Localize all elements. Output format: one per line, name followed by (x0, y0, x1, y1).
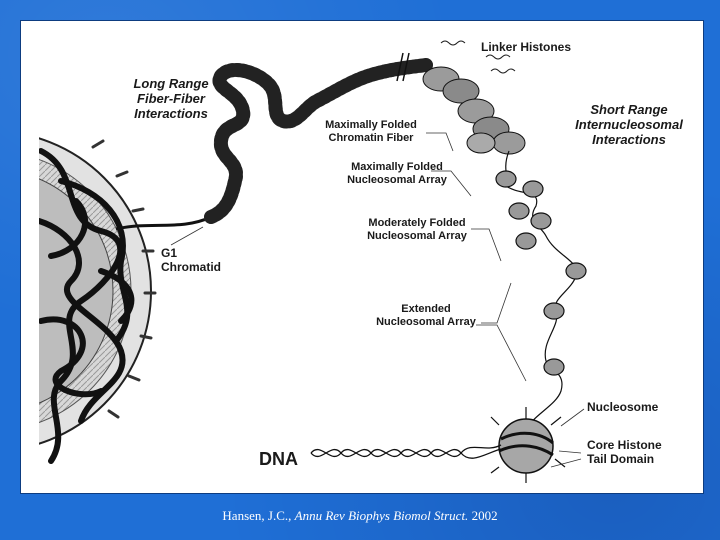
label-g1-chromatid: G1 Chromatid (161, 246, 221, 274)
label-nucleosome: Nucleosome (587, 400, 659, 414)
folded-array-cluster (422, 66, 526, 155)
nucleosomal-array (495, 150, 587, 432)
leader-lines (170, 132, 585, 468)
label-max-folded-fiber: Maximally Folded Chromatin Fiber (325, 119, 417, 144)
label-mod-folded-array: Moderately Folded Nucleosomal Array (367, 217, 467, 242)
label-dna: DNA (259, 449, 298, 469)
figure-panel: Linker Histones Long Range Fiber-Fiber I… (20, 20, 704, 494)
nucleosome-detail (490, 407, 566, 483)
label-short-range: Short Range Internucleosomal Interaction… (575, 102, 683, 147)
chromatin-diagram (39, 40, 587, 483)
citation: Hansen, J.C., Annu Rev Biophys Biomol St… (0, 508, 720, 524)
citation-year: 2002 (468, 508, 498, 523)
long-range-fiber (204, 58, 433, 224)
citation-author: Hansen, J.C., (222, 508, 295, 523)
label-linker-histones: Linker Histones (481, 40, 572, 54)
label-extended-array: Extended Nucleosomal Array (376, 303, 476, 328)
citation-journal: Annu Rev Biophys Biomol Struct. (294, 508, 469, 523)
label-core-histone-tail: Core Histone Tail Domain (587, 438, 662, 466)
dna-helix (310, 444, 502, 459)
linker-histone-marks (440, 40, 516, 74)
nucleus-illustration (39, 137, 157, 464)
label-long-range: Long Range Fiber-Fiber Interactions (133, 76, 209, 121)
label-max-folded-array: Maximally Folded Nucleosomal Array (347, 161, 447, 186)
